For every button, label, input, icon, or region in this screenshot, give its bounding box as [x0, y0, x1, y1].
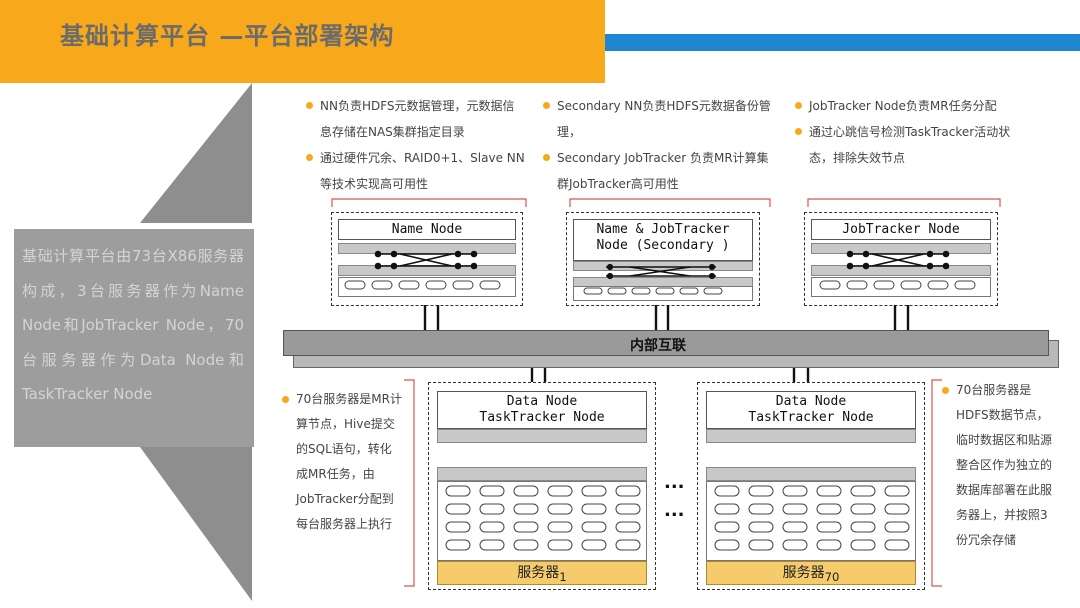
ellipsis-top: ... [664, 472, 685, 493]
disk-icon [748, 485, 774, 497]
note-item: Secondary JobTracker 负责MR计算集群JobTracker高… [541, 145, 773, 197]
disk-icon [714, 521, 740, 533]
note-item: 70台服务器是HDFS数据节点，临时数据区和贴源整合区作为独立的数据库部署在此服… [940, 378, 1058, 553]
server-label-text: 服务器 [517, 565, 560, 581]
disk-icon [547, 503, 573, 515]
disk-icon [816, 485, 842, 497]
arrow-wedge [140, 83, 252, 601]
server-70-label: 服务器70 [706, 561, 916, 585]
left-bracket [404, 379, 415, 587]
disk-icon [547, 521, 573, 533]
disk-icon [445, 521, 471, 533]
accent-stripe [605, 34, 1080, 51]
disk-icon [445, 485, 471, 497]
server-label-sub: 1 [559, 569, 567, 584]
name-node-notes: NN负责HDFS元数据管理，元数据信息存储在NAS集群指定目录 通过硬件冗余、R… [304, 93, 526, 197]
disk-icon [850, 485, 876, 497]
disk-icon [748, 539, 774, 551]
disk-icon [513, 521, 539, 533]
data-node-70-title: Data Node TaskTracker Node [706, 391, 916, 429]
disk-icon [479, 485, 505, 497]
bus-label: 内部互联 [630, 338, 686, 354]
note-item: NN负责HDFS元数据管理，元数据信息存储在NAS集群指定目录 [304, 93, 526, 145]
note-item: Secondary NN负责HDFS元数据备份管理， [541, 93, 773, 145]
data-node-title-line1: Data Node [506, 394, 578, 409]
disk-icon [445, 503, 471, 515]
disk-icon [850, 503, 876, 515]
disk-icon [782, 503, 808, 515]
data-node-title-line1: Data Node [775, 394, 847, 409]
disk-icon [884, 503, 910, 515]
disk-icon [547, 539, 573, 551]
page-title: 基础计算平台 —平台部署架构 [60, 22, 395, 50]
disk-icon [615, 521, 641, 533]
disk-icon [850, 539, 876, 551]
disk-icon [615, 485, 641, 497]
title-bar [0, 0, 605, 83]
jobtracker-node-title: JobTracker Node [811, 219, 991, 240]
disk-icon [581, 521, 607, 533]
disk-icon [782, 521, 808, 533]
disk-icon [479, 539, 505, 551]
storage-note: 70台服务器是HDFS数据节点，临时数据区和贴源整合区作为独立的数据库部署在此服… [940, 378, 1058, 553]
name-node-title: Name Node [338, 219, 516, 240]
compute-note: 70台服务器是MR计算节点，Hive提交的SQL语句，转化成MR任务，由JobT… [280, 387, 402, 537]
note-item: 通过心跳信号检测TaskTracker活动状态，排除失效节点 [793, 119, 1023, 171]
disk-icon [816, 539, 842, 551]
note-item: 70台服务器是MR计算节点，Hive提交的SQL语句，转化成MR任务，由JobT… [280, 387, 402, 537]
disk-icon [782, 539, 808, 551]
disk-icon [748, 503, 774, 515]
disk-icon [513, 503, 539, 515]
internal-bus [283, 330, 1049, 356]
server-1-label: 服务器1 [437, 561, 647, 585]
secondary-node-notes: Secondary NN负责HDFS元数据备份管理， Secondary Job… [541, 93, 773, 197]
disk-icon [850, 521, 876, 533]
disk-icon [513, 539, 539, 551]
secondary-title-line1: Name & JobTracker [596, 222, 730, 237]
disk-icon [479, 503, 505, 515]
disk-icon [816, 521, 842, 533]
secondary-node-title: Name & JobTracker Node (Secondary ) [573, 219, 753, 261]
disk-icon [714, 503, 740, 515]
secondary-title-line2: Node (Secondary ) [596, 238, 730, 253]
disk-icon [884, 521, 910, 533]
summary-panel [14, 229, 254, 447]
note-item: 通过硬件冗余、RAID0+1、Slave NN等技术实现高可用性 [304, 145, 526, 197]
note-brackets [331, 198, 1001, 207]
note-item: JobTracker Node负责MR任务分配 [793, 93, 1023, 119]
disk-icon [714, 485, 740, 497]
disk-icon [479, 521, 505, 533]
jobtracker-notes: JobTracker Node负责MR任务分配 通过心跳信号检测TaskTrac… [793, 93, 1023, 171]
right-bracket [931, 379, 942, 587]
disk-icon [782, 485, 808, 497]
server-label-sub: 70 [824, 569, 840, 584]
disk-icon [884, 539, 910, 551]
disk-icon [445, 539, 471, 551]
ellipsis-bottom: ... [664, 500, 685, 521]
data-node-title-line2: TaskTracker Node [479, 410, 605, 425]
server-label-text: 服务器 [782, 565, 825, 581]
disk-array [437, 481, 647, 561]
disk-icon [581, 539, 607, 551]
disk-icon [816, 503, 842, 515]
disk-icon [884, 485, 910, 497]
data-node-title-line2: TaskTracker Node [748, 410, 874, 425]
disk-icon [615, 503, 641, 515]
disk-icon [547, 485, 573, 497]
data-node-1-title: Data Node TaskTracker Node [437, 391, 647, 429]
disk-icon [748, 521, 774, 533]
disk-icon [581, 503, 607, 515]
disk-icon [615, 539, 641, 551]
data-node-70-box: Data Node TaskTracker Node 服务器70 [697, 382, 925, 590]
disk-icon [581, 485, 607, 497]
disk-array [706, 481, 916, 561]
disk-icon [714, 539, 740, 551]
disk-icon [513, 485, 539, 497]
summary-text: 基础计算平台由73台X86服务器构成，3台服务器作为Name Node和JobT… [22, 247, 244, 403]
